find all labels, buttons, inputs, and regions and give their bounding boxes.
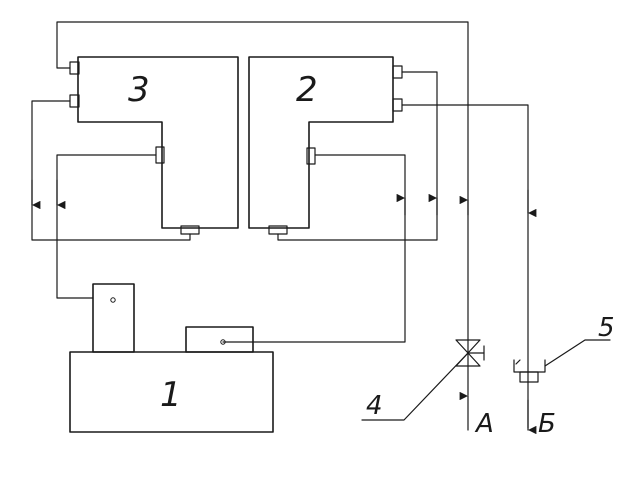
device-5-label: 5 — [598, 313, 615, 343]
valve-4-label: 4 — [366, 391, 383, 421]
pipe-unit3-return — [31, 100, 191, 241]
unit-2-block: 2 — [248, 56, 403, 235]
unit-3-block: 3 — [69, 56, 239, 235]
unit-3-label: 3 — [128, 70, 150, 110]
piping — [31, 21, 537, 435]
device-5-body — [519, 371, 539, 383]
device-5: 5 — [513, 313, 615, 383]
valve-4-leader — [361, 352, 469, 421]
unit-1-block: 1 — [69, 283, 274, 433]
pipe-unit3-to-unit1 — [56, 154, 157, 299]
unit-2-port-top — [392, 65, 403, 79]
unit-1-left-box — [92, 283, 135, 353]
pipe-unit2-loop — [277, 71, 438, 241]
unit-2-port-inner — [306, 147, 316, 165]
flow-out-label: Б — [538, 409, 556, 439]
pipe-main-supply — [56, 21, 469, 396]
valve-4: 4 — [361, 339, 485, 421]
pipe-unit1-to-unit2 — [222, 154, 406, 343]
unit-1-right-box — [185, 326, 254, 353]
unit-2-label: 2 — [296, 70, 318, 110]
pipe-discharge — [401, 104, 529, 429]
unit-1-label: 1 — [160, 375, 182, 415]
device-5-leader — [544, 339, 611, 367]
flow-in-label: А — [474, 409, 494, 439]
unit-2-port-mid — [392, 98, 403, 112]
